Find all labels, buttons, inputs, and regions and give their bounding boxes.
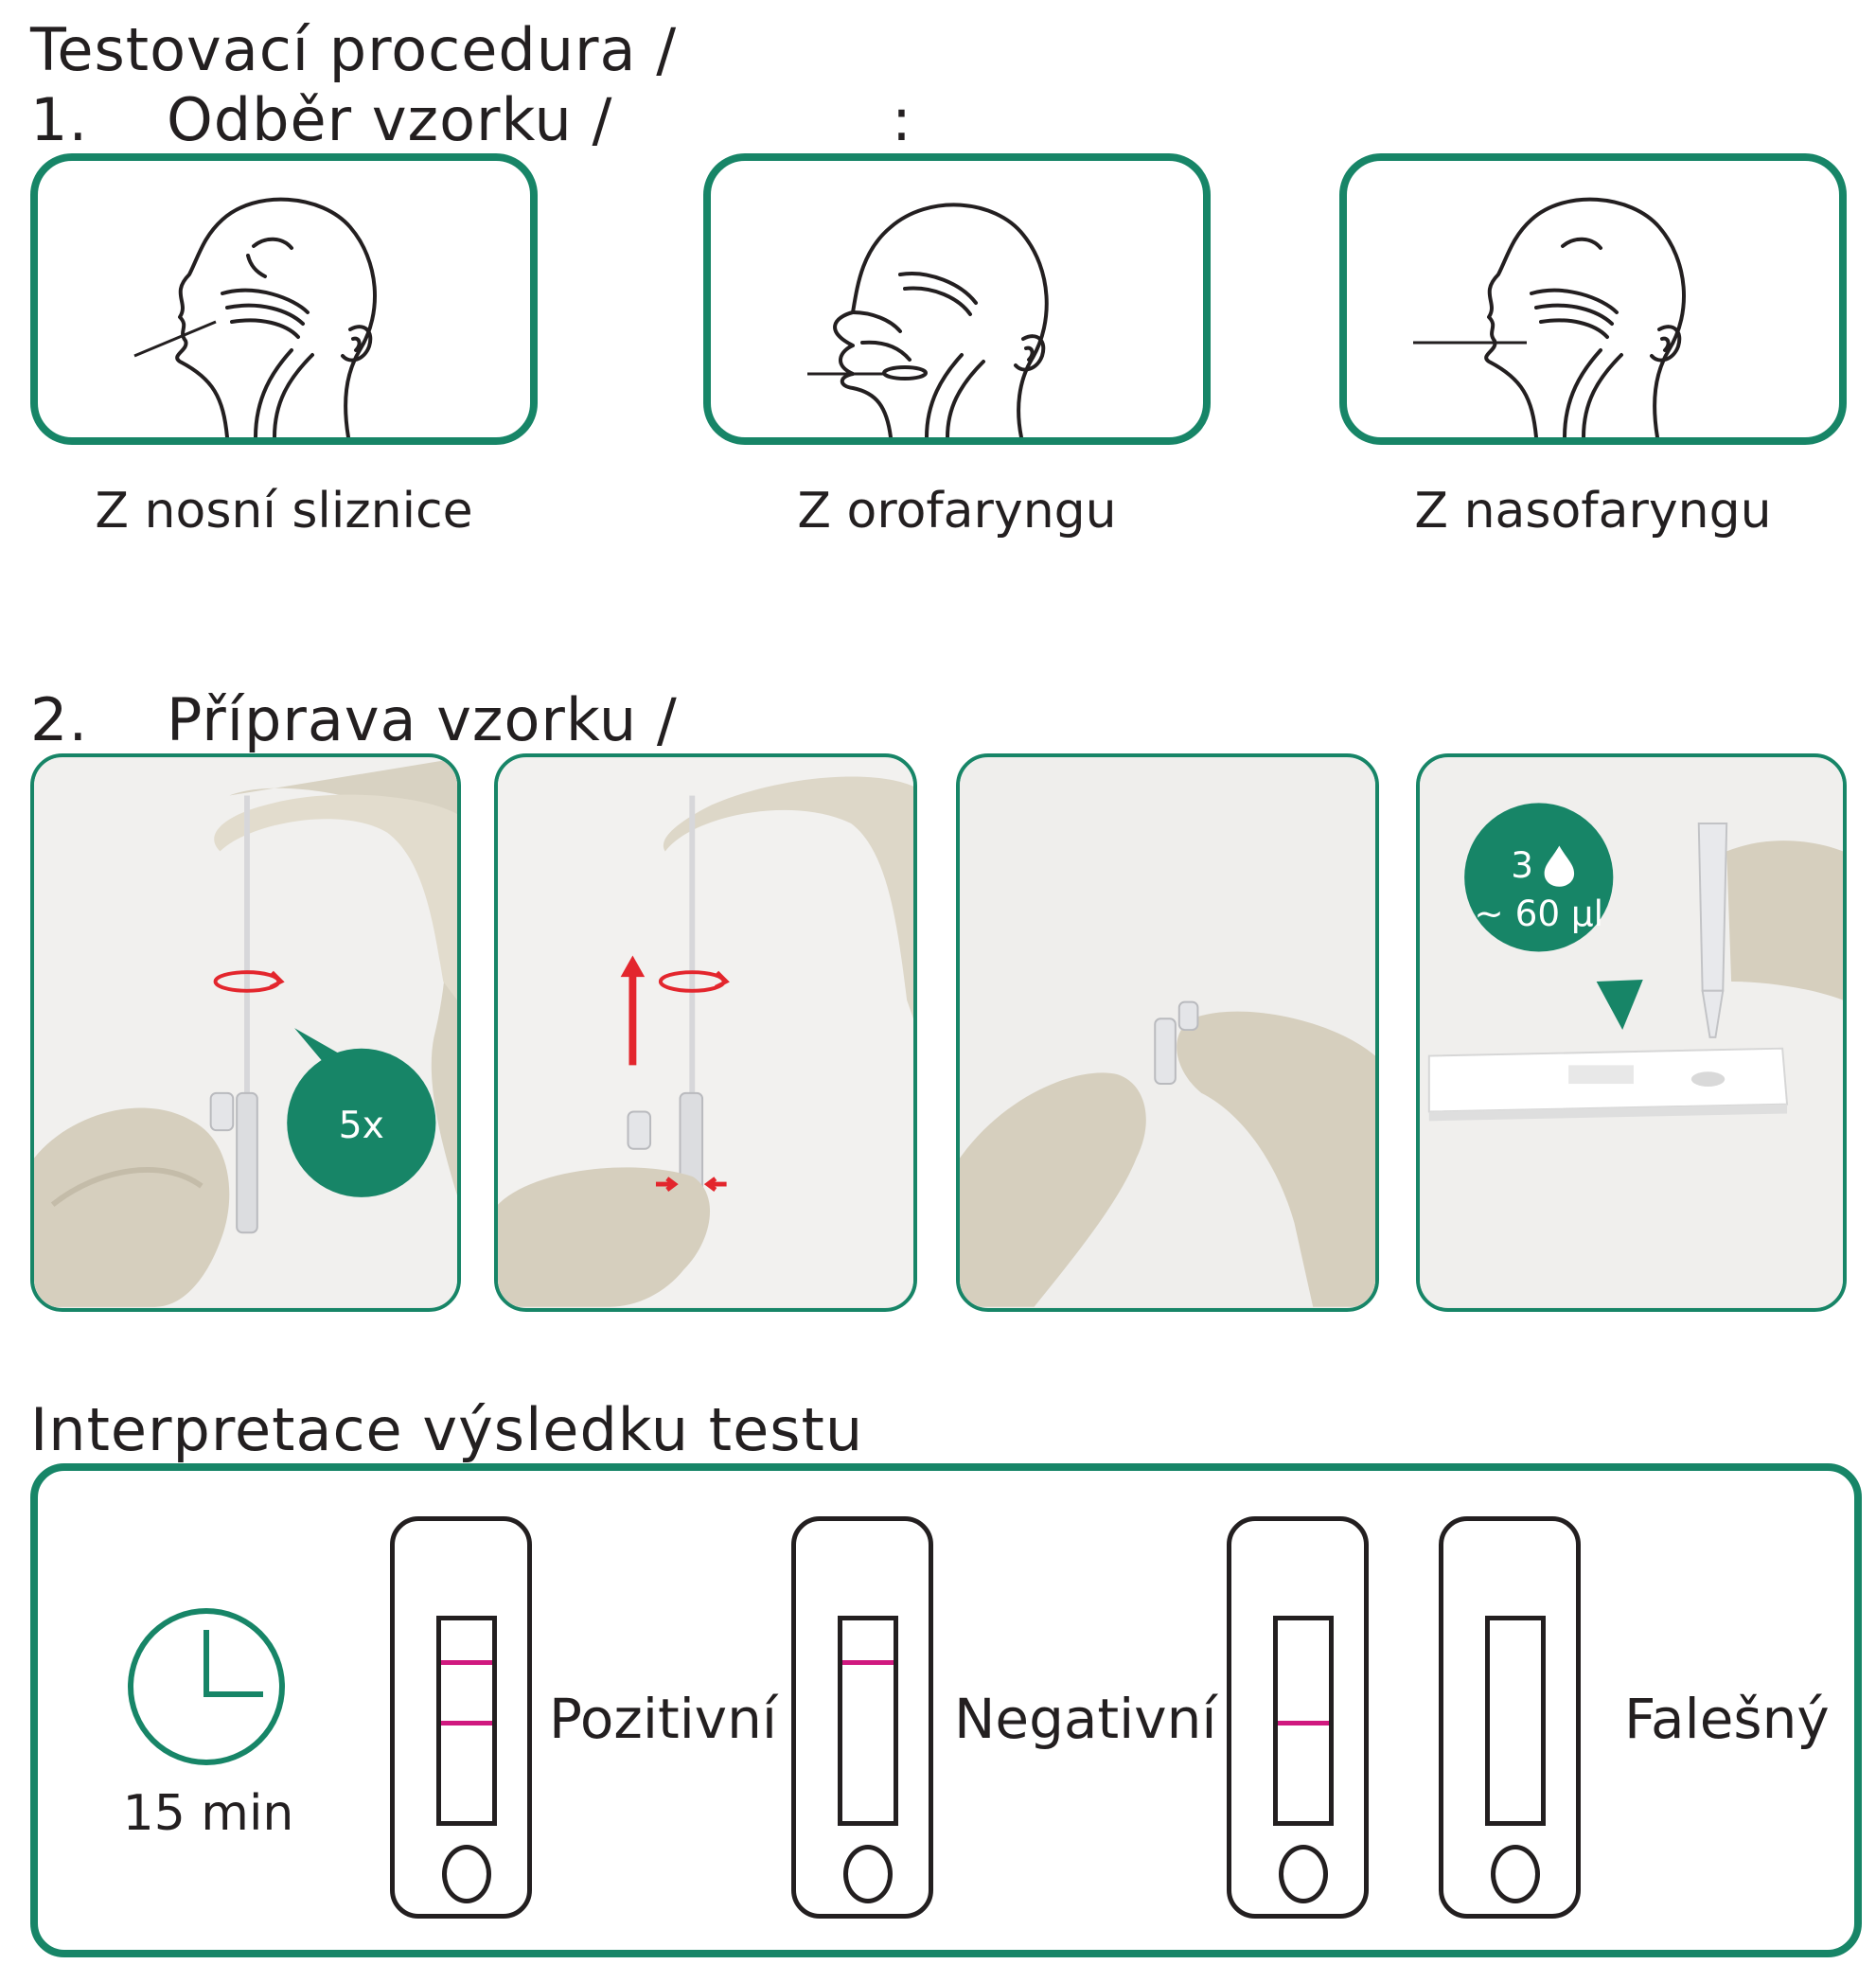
test-line	[441, 1721, 492, 1725]
nasal-swab-panel	[30, 153, 538, 445]
timer-clock-icon	[128, 1608, 285, 1765]
result-invalid-label: Falešný	[1624, 1687, 1830, 1751]
section2-number: 2.	[30, 685, 89, 754]
caption-oropharyngeal: Z orofaryngu	[797, 483, 1117, 540]
close-cap-illustration	[960, 758, 1375, 1307]
results-panel: 15 min Pozitivní Negativní Falešný	[30, 1463, 1862, 1957]
control-line	[441, 1660, 492, 1665]
caption-nasal: Z nosní sliznice	[95, 483, 473, 540]
section1-colon: :	[892, 85, 912, 154]
drop-count-text: 3	[1511, 844, 1533, 886]
drop-volume-text: ~ 60 µl	[1474, 893, 1603, 934]
oropharyngeal-swab-panel	[703, 153, 1211, 445]
control-line	[842, 1660, 894, 1665]
cassette-invalid-window	[1273, 1616, 1334, 1826]
result-negative-label: Negativní	[954, 1687, 1217, 1751]
badge-5x-text: 5x	[339, 1105, 384, 1147]
dispense-drops-illustration: 3 ~ 60 µl	[1420, 758, 1843, 1307]
section1-number: 1.	[30, 85, 89, 154]
result-positive-label: Pozitivní	[549, 1687, 778, 1751]
cassette-positive-window	[436, 1616, 497, 1826]
cassette-positive-well	[442, 1845, 491, 1903]
cassette-negative-well	[843, 1845, 893, 1903]
cassette-empty-window	[1485, 1616, 1546, 1826]
section3-title: Interpretace výsledku testu	[30, 1395, 864, 1464]
step-swab-remove	[494, 753, 917, 1312]
step-close-cap	[956, 753, 1379, 1312]
step-swab-rotate: 5x	[30, 753, 461, 1312]
page-title: Testovací procedura /	[30, 15, 678, 84]
section2-title: Příprava vzorku /	[167, 685, 678, 754]
test-line	[1278, 1721, 1329, 1725]
oropharyngeal-swab-head-icon	[807, 203, 1049, 437]
cassette-negative-window	[838, 1616, 898, 1826]
swab-rotate-illustration	[34, 758, 457, 1307]
nasal-swab-head-icon	[133, 197, 377, 437]
nasopharyngeal-swab-head-icon	[1413, 197, 1686, 437]
cassette-empty-well	[1491, 1845, 1540, 1903]
cassette-invalid-no-lines	[1439, 1516, 1581, 1919]
cassette-positive	[390, 1516, 532, 1919]
caption-nasopharyngeal: Z nasofaryngu	[1414, 483, 1772, 540]
step-dispense-drops: 3 ~ 60 µl	[1416, 753, 1847, 1312]
nasopharyngeal-swab-panel	[1339, 153, 1847, 445]
swab-remove-illustration	[498, 758, 913, 1307]
cassette-invalid-test-only	[1227, 1516, 1369, 1919]
cassette-invalid-well	[1279, 1845, 1328, 1903]
section1-title: Odběr vzorku /	[167, 85, 613, 154]
drop-icon	[1544, 845, 1575, 887]
cassette-negative	[791, 1516, 933, 1919]
timer-text: 15 min	[122, 1785, 294, 1842]
badge-5x: 5x	[287, 1028, 436, 1197]
